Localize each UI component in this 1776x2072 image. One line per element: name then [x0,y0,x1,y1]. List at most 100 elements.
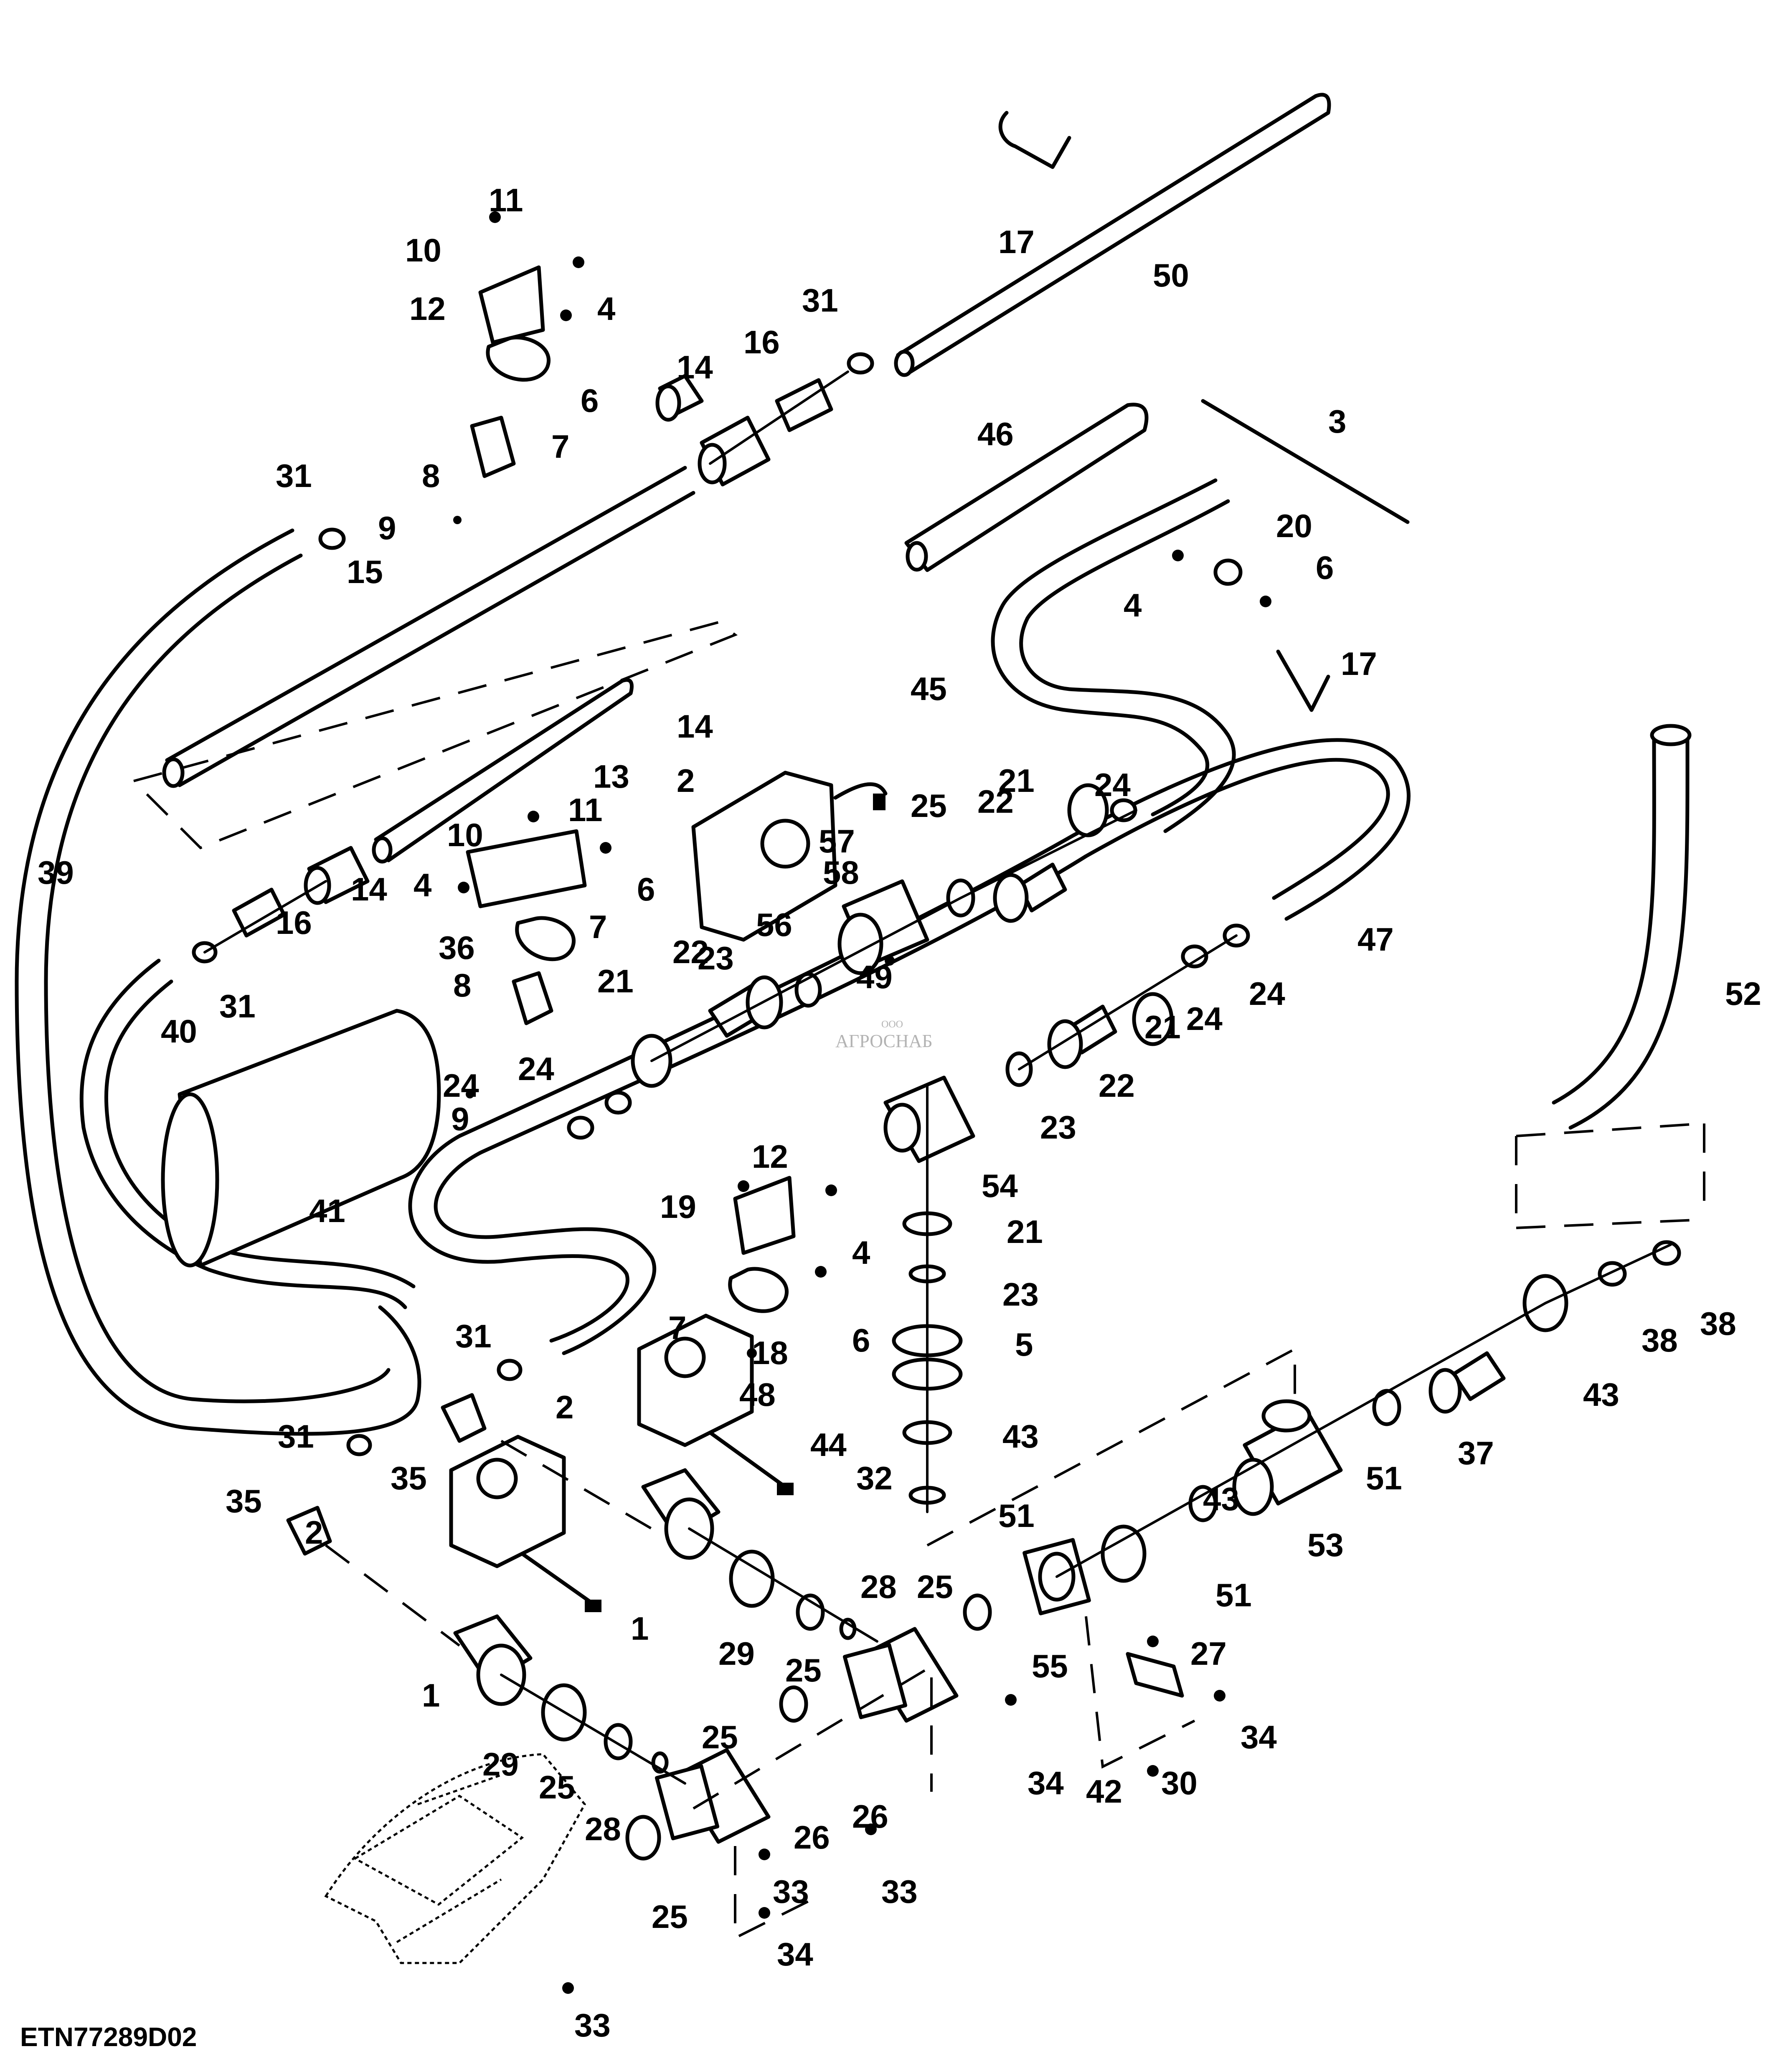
callout-22: 22 [977,783,1014,820]
callout-31: 31 [278,1418,314,1455]
callout-24: 24 [1249,975,1285,1012]
explode-axes [203,370,1672,1785]
callout-58: 58 [823,854,859,891]
callout-48: 48 [739,1376,776,1413]
watermark-prefix: ООО [881,1019,903,1030]
callout-36: 36 [439,929,475,966]
callout-26: 26 [794,1819,830,1856]
dashed-assembly-lines [325,1347,1296,1940]
callout-44: 44 [810,1426,847,1463]
callout-4: 4 [597,290,616,327]
watermark: ООО АГРОСНАБ [835,1019,933,1052]
callout-4: 4 [1124,587,1142,624]
callout-51: 51 [1366,1460,1402,1496]
manifold-26-lower [655,1748,771,1844]
callout-57: 57 [819,823,855,860]
callout-45: 45 [911,670,947,707]
callout-43: 43 [1002,1418,1039,1455]
callout-12: 12 [752,1138,788,1175]
callout-31: 31 [455,1318,492,1354]
callout-46: 46 [977,416,1014,452]
callout-39: 39 [38,854,74,891]
callout-51: 51 [998,1497,1035,1534]
callout-26: 26 [852,1798,888,1835]
figure-id: ETN77289D02 [20,2022,197,2052]
tee-54 [883,1075,975,1163]
bracket-30 [1126,1652,1184,1698]
callout-34: 34 [1241,1719,1277,1755]
callout-34: 34 [1028,1765,1064,1801]
callout-11: 11 [568,791,603,828]
actuator-2-top [691,771,888,942]
callout-19: 19 [660,1188,696,1225]
callout-41: 41 [309,1192,345,1229]
bracket-12-top [470,265,551,478]
callout-34: 34 [777,1936,813,1973]
callout-35: 35 [226,1483,262,1519]
callout-21: 21 [1007,1213,1043,1250]
hose-15 [162,466,695,788]
callout-13: 13 [593,758,629,795]
callout-16: 16 [276,904,312,941]
callout-38: 38 [1642,1322,1678,1359]
callout-28: 28 [585,1811,621,1847]
assembly-bracket-lines [131,621,738,850]
callout-25: 25 [917,1568,953,1605]
clip-17-top [998,111,1071,169]
callout-24: 24 [1186,1000,1223,1037]
callout-20: 20 [1276,507,1312,544]
hose-40 [79,959,416,1309]
callout-18: 18 [752,1334,788,1371]
actuator-2-low [449,1435,601,1612]
callout-9: 9 [451,1101,469,1137]
hose-52 [1552,724,1692,1130]
callout-22: 22 [672,933,709,970]
callout-21: 21 [597,963,634,999]
callout-17: 17 [1341,645,1377,682]
callout-54: 54 [982,1167,1018,1204]
fitting-37 [1428,1351,1506,1414]
callout-15: 15 [347,553,383,590]
callout-23: 23 [698,940,734,976]
callout-42: 42 [1086,1773,1122,1810]
callout-4: 4 [852,1234,870,1271]
callout-35: 35 [391,1460,427,1496]
callout-40: 40 [161,1013,197,1050]
callout-21: 21 [998,762,1035,799]
valve-body-56 [837,879,929,975]
callout-31: 31 [276,457,312,494]
callout-25: 25 [652,1898,688,1935]
hose-50 [894,93,1331,377]
bracket-36 [466,829,587,1025]
fitting-14-upper [698,416,771,487]
callout-47: 47 [1357,921,1394,958]
callout-21: 21 [1144,1009,1181,1045]
callout-37: 37 [1458,1435,1494,1471]
callout-28: 28 [860,1568,897,1605]
callout-2: 2 [305,1514,323,1551]
callout-30: 30 [1161,1765,1198,1801]
bracket-lines-right [1515,1122,1705,1229]
clip-17-right [1276,649,1330,712]
callout-12: 12 [409,290,446,327]
callout-27: 27 [1190,1635,1227,1672]
callout-51: 51 [1215,1577,1252,1613]
callout-22: 22 [1099,1067,1135,1104]
callout-6: 6 [637,871,655,908]
callout-2: 2 [556,1389,574,1425]
callout-5: 5 [1015,1326,1033,1363]
callout-23: 23 [1040,1109,1076,1146]
fitting-14-mid [655,374,704,422]
callout-6: 6 [1316,549,1334,586]
fasteners [453,211,1271,1994]
callout-38: 38 [1700,1305,1736,1342]
callout-25: 25 [539,1769,575,1806]
callout-17: 17 [998,223,1035,260]
callout-14: 14 [677,349,713,385]
callout-50: 50 [1153,257,1189,294]
callout-7: 7 [668,1309,687,1346]
callout-2: 2 [677,762,695,799]
callout-33: 33 [574,2007,611,2044]
callout-43: 43 [1583,1376,1619,1413]
